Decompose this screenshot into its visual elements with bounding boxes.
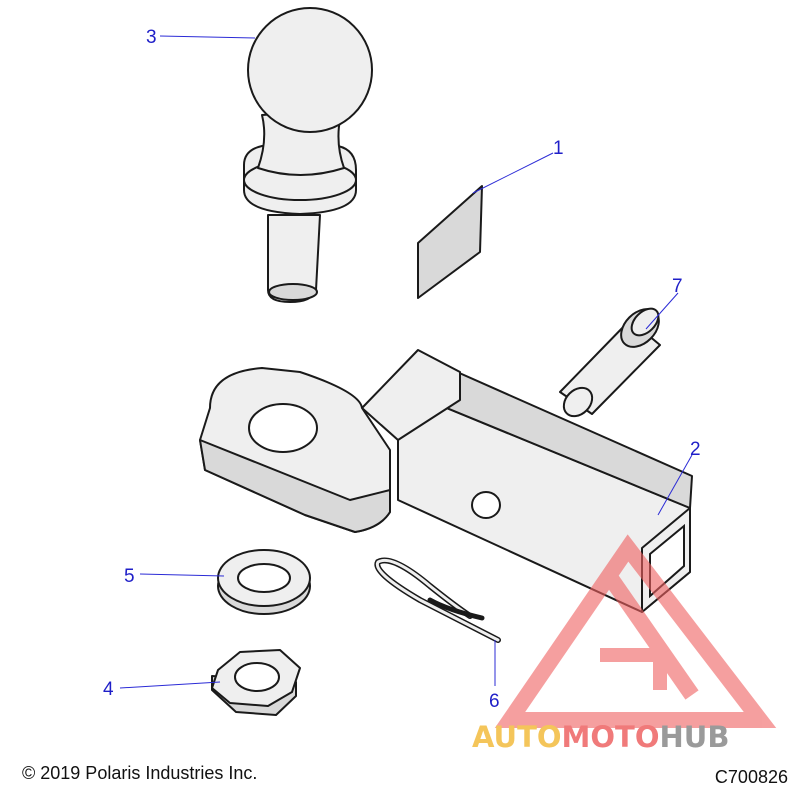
callout-7: 7 (672, 276, 683, 297)
callout-1: 1 (553, 138, 564, 159)
watermark-hub: HUB (659, 720, 730, 754)
watermark-moto: MOTO (561, 720, 660, 754)
callout-4: 4 (103, 679, 114, 700)
hairpin-cotter (374, 557, 501, 643)
leader-lines (119, 35, 693, 689)
hex-nut (211, 649, 301, 716)
callout-6: 6 (489, 691, 500, 712)
callouts: 3 1 7 2 5 4 6 (103, 27, 701, 712)
diagram-code: C700826 (714, 767, 788, 787)
hitch-pin (559, 307, 661, 418)
decal (417, 185, 483, 299)
copyright-notice: © 2019 Polaris Industries Inc. (22, 763, 258, 783)
callout-3: 3 (146, 27, 157, 48)
lock-washer (217, 549, 311, 615)
callout-5: 5 (124, 566, 135, 587)
watermark-text: AUTOMOTOHUB (472, 720, 729, 754)
callout-2: 2 (690, 439, 701, 460)
watermark-logo (494, 534, 777, 728)
watermark-auto: AUTO (472, 720, 562, 754)
hitch-ball (243, 7, 373, 303)
